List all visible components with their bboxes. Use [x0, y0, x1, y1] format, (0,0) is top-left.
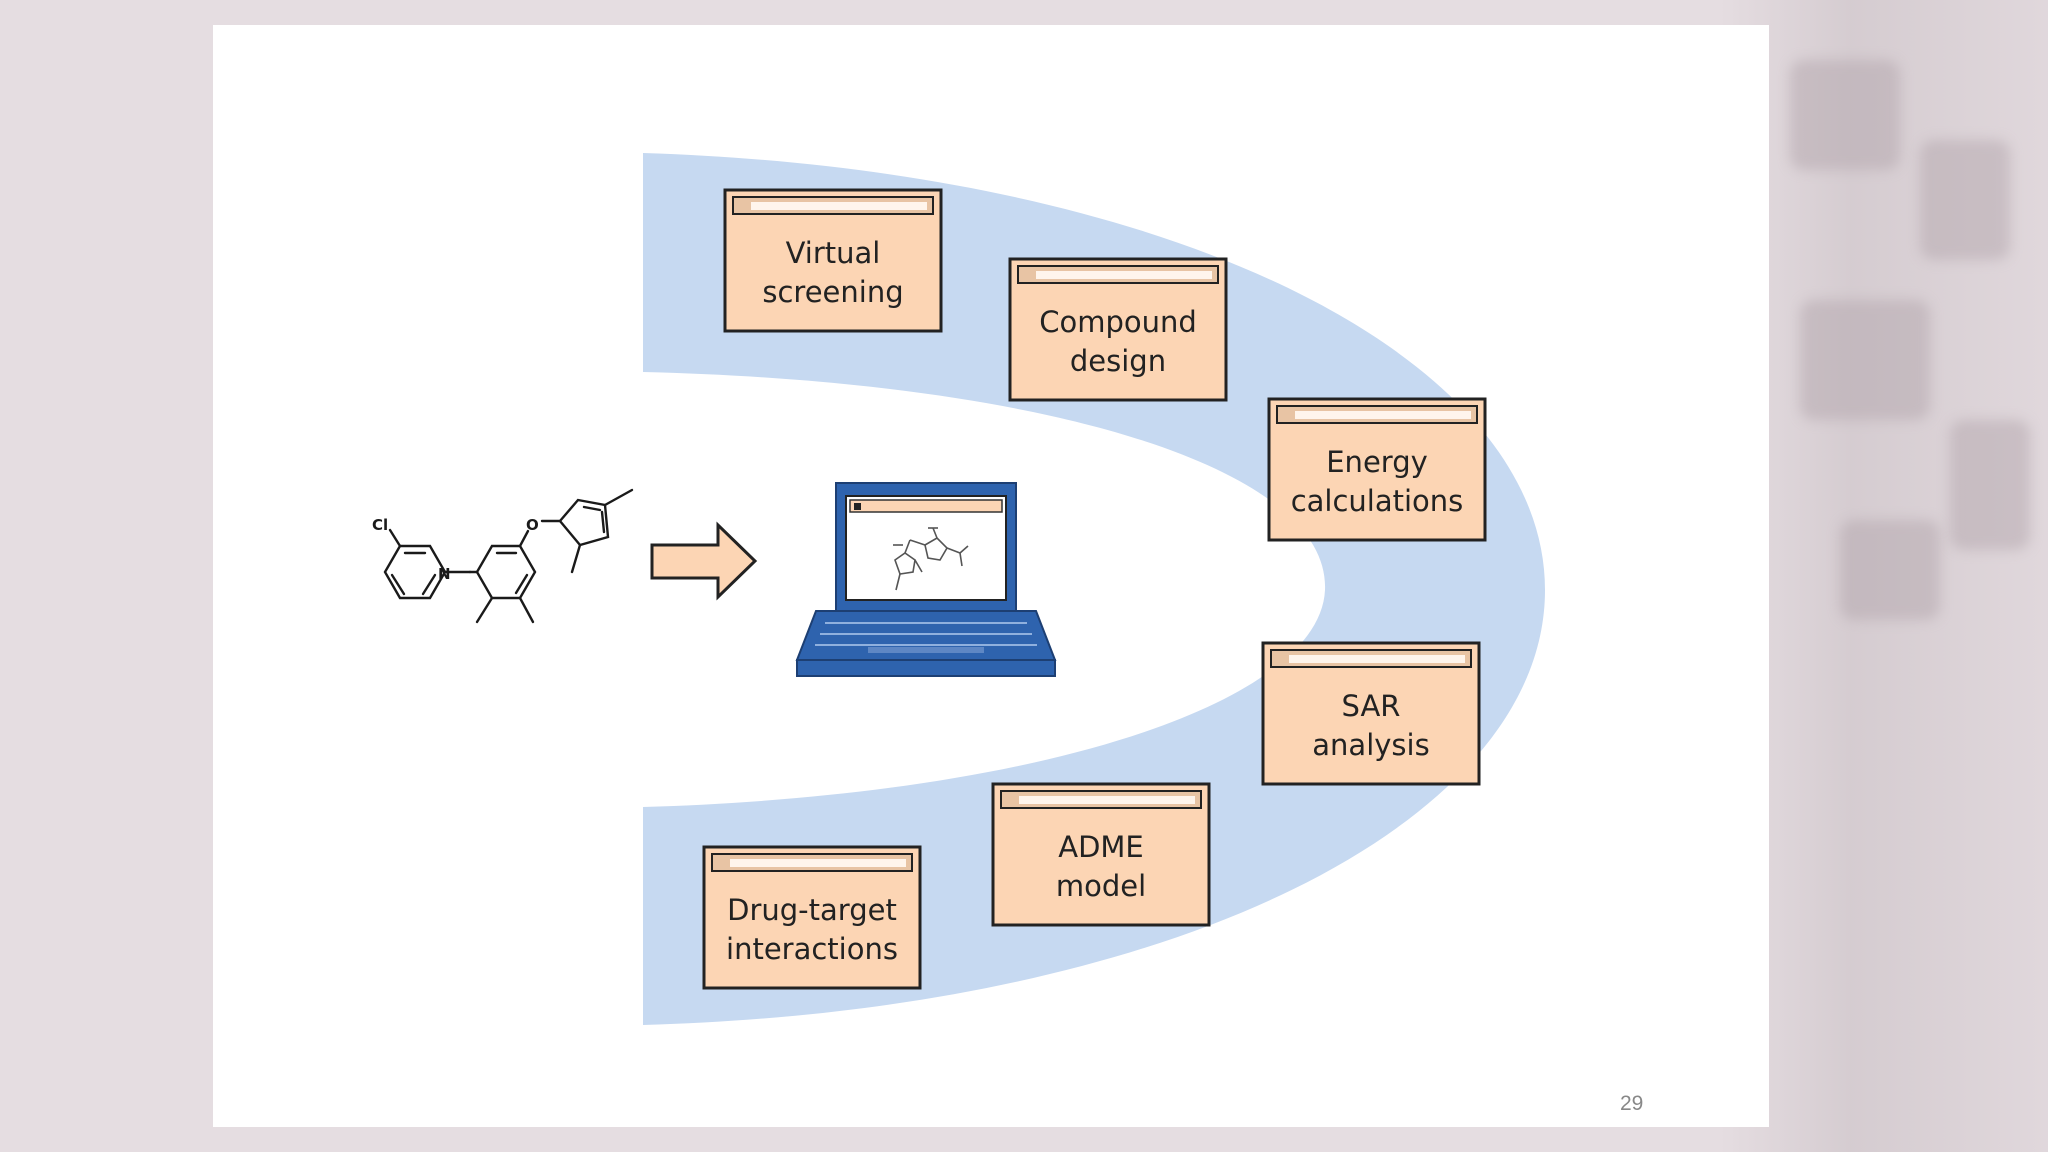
background-shadow — [1720, 0, 2048, 1152]
box-frame-adme-model — [991, 782, 1211, 927]
oxygen-label: O — [526, 516, 539, 534]
box-label-adme-model: ADME model — [1055, 830, 1147, 903]
box-label-sar-analysis: SAR analysis — [1312, 689, 1430, 762]
box-label-drug-target-interactions: Drug-target interactions — [726, 893, 898, 966]
box-label-compound-design: Compound design — [1039, 305, 1197, 378]
box-frame-sar-analysis — [1261, 641, 1481, 786]
laptop-icon — [795, 482, 1057, 677]
box-frame-compound-design — [1008, 257, 1228, 402]
box-label-energy-calculations: Energy calculations — [1290, 445, 1464, 518]
background-tile — [1920, 140, 2010, 260]
background-tile — [1950, 420, 2030, 550]
box-frame-energy-calculations — [1267, 397, 1487, 542]
nitrogen-label: N — [438, 565, 451, 583]
background-tile — [1800, 300, 1930, 420]
background-tile — [1790, 60, 1900, 170]
background-tile — [1840, 520, 1940, 620]
chlorine-label: Cl — [372, 516, 388, 534]
molecule-structure — [383, 488, 634, 624]
page-number: 29 — [1620, 1092, 1644, 1115]
arrow-right-icon — [650, 521, 758, 601]
arc-band — [643, 153, 1545, 1025]
box-label-virtual-screening: Virtual screening — [762, 236, 904, 309]
box-frame-drug-target-interactions — [702, 845, 922, 990]
box-frame-virtual-screening — [723, 188, 943, 333]
